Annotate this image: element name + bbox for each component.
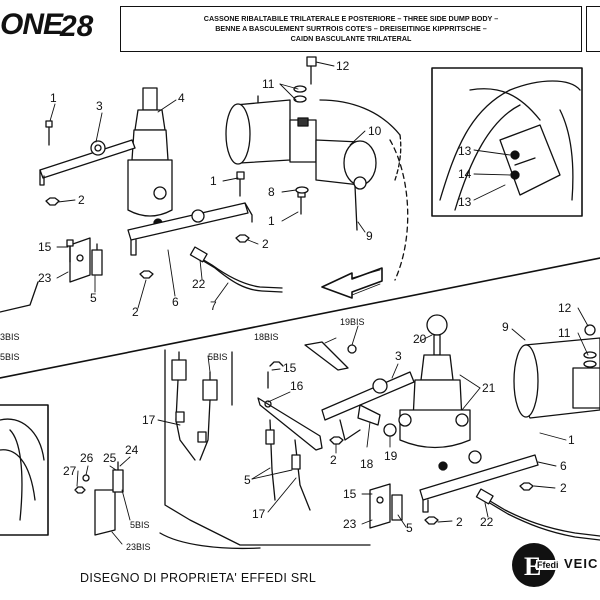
callout-21: 21 — [482, 381, 496, 395]
callout-16: 16 — [290, 379, 304, 393]
small-parts-18bis — [267, 341, 397, 437]
title-line-1: CASSONE RIBALTABILE TRILATERALE E POSTER… — [203, 14, 499, 23]
callout-2: 2 — [78, 193, 85, 207]
electric-pump-motor-top — [225, 95, 402, 231]
callout-labels: 1 3 4 2 11 12 10 1 8 1 9 2 15 23 5 22 7 … — [0, 59, 575, 552]
callout-1: 1 — [210, 174, 217, 188]
callout-26: 26 — [80, 451, 94, 465]
callout-24: 24 — [125, 443, 139, 457]
callout-3bis: 3BIS — [0, 332, 20, 342]
callout-22: 22 — [480, 515, 494, 529]
callout-1: 1 — [268, 214, 275, 228]
callout-15: 15 — [38, 240, 52, 254]
nut-2-top — [45, 85, 309, 279]
callout-2: 2 — [560, 481, 567, 495]
callout-11: 11 — [558, 326, 571, 340]
callout-14: 14 — [458, 167, 472, 181]
callout-18bis: 18BIS — [254, 332, 279, 342]
hydraulic-cylinder-top — [127, 87, 173, 228]
callout-9: 9 — [502, 320, 509, 334]
callout-15: 15 — [283, 361, 297, 375]
bracket-3-top — [39, 139, 136, 186]
callout-12: 12 — [558, 301, 572, 315]
side-box — [586, 6, 600, 52]
leader-lines-bottom — [76, 307, 589, 545]
title-line-2: BENNE A BASCULEMENT SURTROIS COTE'S – DR… — [215, 24, 487, 33]
title-line-3: CAIDN BASCULANTE TRILATERAL — [290, 34, 412, 43]
callout-5bis: 5BIS — [130, 520, 150, 530]
callout-2: 2 — [456, 515, 463, 529]
callout-5bis: 5BIS — [208, 352, 228, 362]
electric-pump-motor-bottom — [513, 324, 600, 419]
callout-22: 22 — [192, 277, 206, 291]
callout-19bis: 19BIS — [340, 317, 365, 327]
leader-lines-top — [49, 61, 511, 309]
wiring-harness-17 — [265, 419, 311, 511]
callout-12: 12 — [336, 59, 350, 73]
bracket-16 — [257, 397, 323, 451]
callout-6: 6 — [172, 295, 179, 309]
callout-23bis: 23BIS — [126, 542, 151, 552]
callout-13: 13 — [458, 195, 472, 209]
inset-cab-detail-left — [0, 404, 49, 536]
callout-15: 15 — [343, 487, 357, 501]
callout-5: 5 — [90, 291, 97, 305]
callout-5: 5 — [244, 473, 251, 487]
bracket-23bis — [94, 461, 124, 536]
frame-edge-top-left — [0, 281, 39, 313]
title-box: CASSONE RIBALTABILE TRILATERALE E POSTER… — [120, 6, 582, 52]
callout-4: 4 — [178, 91, 185, 105]
page-number: 28 — [60, 10, 94, 43]
effedi-brand-logo: E Ffedi VEIC — [510, 540, 600, 590]
callout-8: 8 — [268, 185, 275, 199]
callout-5: 5 — [406, 521, 413, 535]
callout-11: 11 — [262, 77, 275, 91]
callout-6: 6 — [560, 459, 567, 473]
callout-7: 7 — [210, 299, 217, 313]
direction-arrow — [321, 267, 383, 299]
ownership-note: DISEGNO DI PROPRIETA' EFFEDI SRL — [80, 571, 317, 585]
relay-switch-5bis-top — [171, 351, 218, 461]
brand-letter: E — [524, 552, 542, 581]
callout-18: 18 — [360, 457, 374, 471]
switch-assembly-top — [66, 237, 103, 283]
callout-13: 13 — [458, 144, 472, 158]
section-divider — [0, 257, 600, 379]
bracket-6-top — [127, 202, 253, 256]
callout-1: 1 — [568, 433, 575, 447]
callout-23: 23 — [343, 517, 357, 531]
callout-20: 20 — [413, 332, 427, 346]
callout-3: 3 — [96, 99, 103, 113]
inset-cab-detail — [431, 67, 583, 217]
callout-10: 10 — [368, 124, 382, 138]
hose-22-bottom — [475, 488, 600, 541]
hose-7-top — [189, 246, 283, 293]
frame-lines-bottom — [164, 349, 371, 546]
callout-3: 3 — [395, 349, 402, 363]
callout-5bis: 5BIS — [0, 352, 20, 362]
callout-2: 2 — [330, 453, 337, 467]
callout-2: 2 — [132, 305, 139, 319]
callout-25: 25 — [103, 451, 117, 465]
hydraulic-cylinder-bottom — [398, 314, 471, 471]
hose-path-dashed — [389, 139, 409, 281]
brand-name: Ffedi — [536, 560, 560, 570]
brand-logo-text: ONE — [0, 8, 63, 41]
callout-17: 17 — [142, 413, 156, 427]
callout-17: 17 — [252, 507, 266, 521]
brand-veic-text: VEIC — [564, 556, 599, 571]
callout-27: 27 — [63, 464, 77, 478]
callout-1: 1 — [50, 91, 57, 105]
callout-2: 2 — [262, 237, 269, 251]
callout-9: 9 — [366, 229, 373, 243]
bracket-3-bottom — [321, 371, 415, 441]
bracket-6-bottom — [419, 450, 539, 513]
callout-23: 23 — [38, 271, 52, 285]
callout-19: 19 — [384, 449, 398, 463]
switch-assembly-bottom — [369, 483, 403, 529]
